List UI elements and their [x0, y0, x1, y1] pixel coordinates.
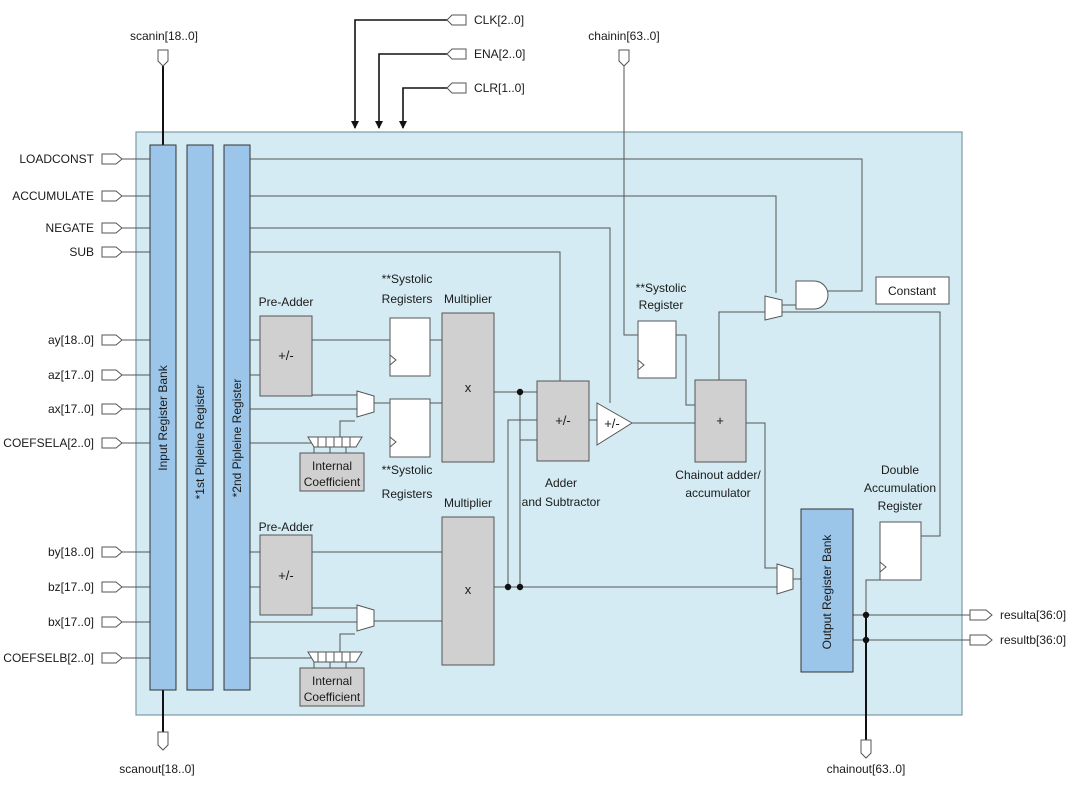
mux-output: [776, 563, 794, 595]
chainout-adder-box: [694, 379, 747, 463]
clock-wires: [351, 19, 447, 129]
port-pins: [101, 14, 993, 759]
label-multiplier-bottom-op: x: [465, 582, 472, 597]
label-pipeline-1: *1st Pipleine Register: [193, 385, 207, 500]
systolic-register-top-2: [389, 398, 431, 458]
label-negate: NEGATE: [46, 221, 94, 235]
label-chainin: chainin[63..0]: [588, 29, 659, 43]
label-pre-adder-top: Pre-Adder: [259, 295, 314, 309]
double-accumulation-register: [879, 521, 922, 581]
mux-chain: [764, 295, 783, 321]
label-internal-coef-top-1: Internal: [312, 459, 352, 473]
label-internal-coef-bot-2: Coefficient: [304, 690, 361, 704]
label-systolic-reg-2: Register: [639, 298, 684, 312]
label-output-register-bank: Output Register Bank: [820, 534, 834, 650]
label-chainout-1: Chainout adder/: [675, 468, 761, 482]
label-az: az[17..0]: [48, 368, 94, 382]
label-negate-op: +/-: [604, 416, 620, 431]
systolic-register-top-1: [389, 317, 431, 377]
label-input-register-bank: Input Register Bank: [156, 364, 170, 470]
label-pre-adder-top-op: +/-: [278, 348, 294, 363]
multiplier-top-box: [441, 312, 495, 463]
label-constant: Constant: [888, 284, 937, 298]
label-double-3: Register: [878, 499, 923, 513]
label-sub: SUB: [69, 245, 94, 259]
label-ax: ax[17..0]: [48, 402, 94, 416]
label-systolic-bot-1: **Systolic: [382, 463, 433, 477]
label-systolic-top-2: Registers: [382, 292, 433, 306]
label-systolic-bot-2: Registers: [382, 487, 433, 501]
label-internal-coef-top-2: Coefficient: [304, 475, 361, 489]
label-multiplier-top-op: x: [465, 380, 472, 395]
label-by: by[18..0]: [48, 545, 94, 559]
label-adder-op: +/-: [555, 413, 571, 428]
systolic-register-chain: [637, 320, 677, 379]
sub-wire: [250, 251, 561, 383]
label-chainout: chainout[63..0]: [827, 762, 906, 776]
label-accumulate: ACCUMULATE: [12, 189, 94, 203]
label-scanout: scanout[18..0]: [119, 762, 194, 776]
label-coefselb: COEFSELB[2..0]: [3, 651, 94, 665]
label-ena: ENA[2..0]: [474, 47, 525, 61]
pre-adder-top-box: [259, 315, 313, 397]
label-adder-1: Adder: [545, 476, 577, 490]
label-systolic-top-1: **Systolic: [382, 272, 433, 286]
internal-coefficient-top: [299, 436, 365, 492]
output-register-bank: [800, 508, 854, 673]
label-ay: ay[18..0]: [48, 333, 94, 347]
negate-wire: [250, 227, 611, 403]
adder-subtractor-box: [536, 380, 590, 462]
chainin-wire: [623, 66, 638, 336]
and-gate: [795, 280, 829, 310]
pipeline-register-2: [223, 144, 251, 691]
label-clk: CLK[2..0]: [474, 13, 524, 27]
label-bz: bz[17..0]: [48, 580, 94, 594]
pipeline-register-1: [186, 144, 214, 691]
label-chainout-op: +: [716, 413, 724, 428]
label-scanin: scanin[18..0]: [130, 29, 198, 43]
label-systolic-reg-1: **Systolic: [636, 281, 687, 295]
label-loadconst: LOADCONST: [19, 152, 94, 166]
negate-amplifier: [596, 402, 633, 446]
label-pre-adder-bottom: Pre-Adder: [259, 520, 314, 534]
constant-box: [875, 276, 950, 305]
label-multiplier-top: Multiplier: [444, 292, 492, 306]
label-multiplier-bottom: Multiplier: [444, 496, 492, 510]
input-register-bank: [149, 144, 177, 691]
mux-top: [356, 390, 375, 418]
label-resulta: resulta[36:0]: [1000, 608, 1066, 622]
label-clr: CLR[1..0]: [474, 81, 525, 95]
label-pre-adder-bottom-op: +/-: [278, 568, 294, 583]
label-double-2: Accumulation: [864, 481, 936, 495]
pre-adder-bottom-box: [259, 534, 313, 616]
label-chainout-2: accumulator: [685, 486, 750, 500]
internal-coefficient-bottom: [299, 651, 365, 707]
loadconst-wire: [250, 158, 863, 292]
label-resultb: resultb[36:0]: [1000, 633, 1066, 647]
label-adder-2: and Subtractor: [522, 495, 601, 509]
label-pipeline-2: *2nd Pipleine Register: [230, 379, 244, 498]
mux-bottom: [356, 604, 375, 632]
accumulate-wire: [250, 195, 777, 293]
label-bx: bx[17..0]: [48, 615, 94, 629]
label-coefsela: COEFSELA[2..0]: [3, 436, 94, 450]
label-internal-coef-bot-1: Internal: [312, 674, 352, 688]
multiplier-bottom-box: [441, 516, 495, 666]
label-double-1: Double: [881, 463, 919, 477]
